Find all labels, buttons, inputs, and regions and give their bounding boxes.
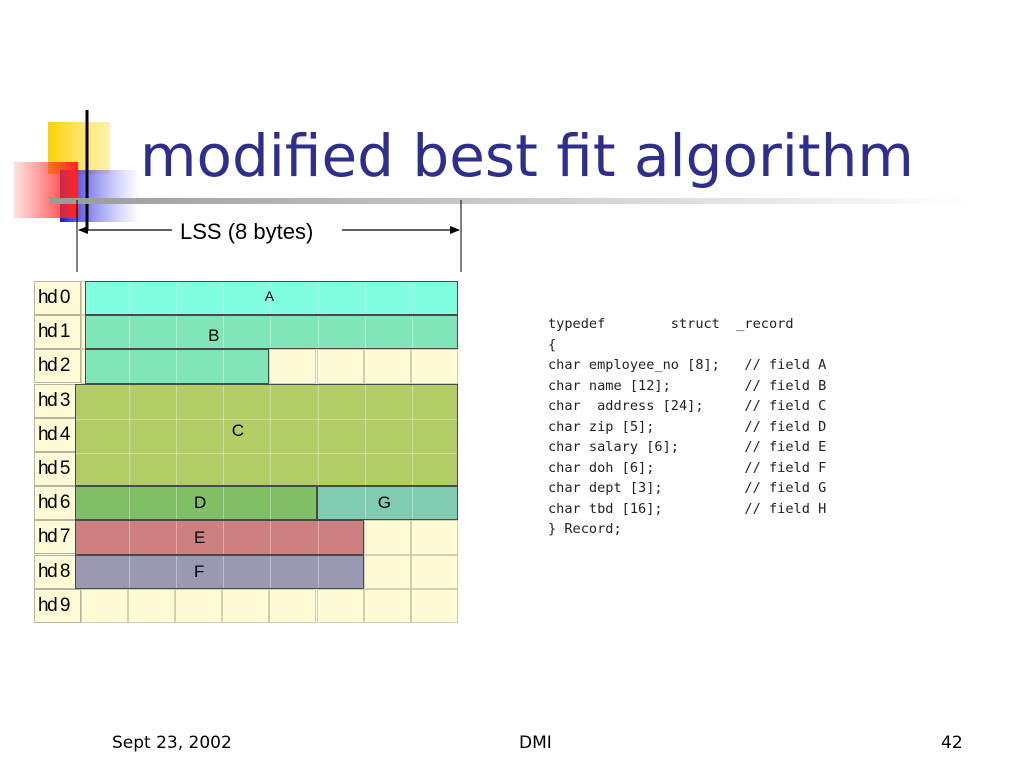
grid-cell — [410, 588, 458, 623]
row-label: hd 7 — [34, 520, 81, 555]
footer-center: DMI — [519, 733, 552, 753]
grid-cell — [269, 588, 317, 623]
row-label: hd 6 — [34, 486, 81, 521]
row-label: hd 2 — [34, 349, 81, 384]
field-label-a: A — [264, 288, 275, 305]
lss-label: LSS (8 bytes) — [180, 219, 314, 244]
grid-cell — [363, 520, 411, 555]
grid-cell — [363, 349, 411, 384]
code-line: char employee_no [8]; // field A — [548, 357, 827, 373]
grid-cell — [269, 349, 317, 384]
grid-cell — [410, 520, 458, 555]
lss-dimension-arrow — [76, 200, 462, 272]
grid-cell — [175, 588, 223, 623]
row-label: hd 1 — [34, 315, 81, 350]
grid-cell — [316, 349, 364, 384]
record-struct-code: typedef struct _record { char employee_no … — [548, 314, 826, 540]
field-label-b: B — [208, 325, 220, 345]
field-block-f — [75, 554, 364, 589]
row-label: hd 5 — [34, 452, 81, 486]
code-line: char address [24]; // field C — [548, 398, 827, 414]
field-label-g: G — [377, 493, 391, 513]
row-label: hd 3 — [34, 383, 81, 418]
field-label-c: C — [231, 421, 244, 441]
grid-cell — [410, 554, 458, 589]
code-line: char zip [5]; // field D — [548, 418, 827, 435]
grid-cell — [410, 349, 458, 384]
grid-cell — [363, 554, 411, 589]
grid-cell — [316, 588, 364, 623]
field-block-b — [85, 315, 458, 350]
field-block-g — [316, 486, 458, 521]
footer-date: Sept 23, 2002 — [112, 733, 232, 753]
grid-cell — [128, 588, 176, 623]
code-line: char name [12]; // field B — [548, 377, 827, 394]
field-label-e: E — [194, 527, 206, 547]
row-label: hd 0 — [34, 281, 81, 315]
row-label: hd 8 — [34, 554, 81, 589]
slide-title: modified best fit algorithm — [140, 122, 914, 190]
field-block-b — [85, 349, 270, 384]
grid-cell — [81, 588, 129, 623]
title-divider — [50, 198, 970, 204]
field-block-e — [75, 520, 364, 555]
field-label-f: F — [194, 561, 205, 581]
field-block-c — [75, 383, 458, 487]
code-line: typedef struct _record — [548, 316, 794, 332]
row-label: hd 9 — [34, 588, 81, 623]
code-line: char doh [6]; // field F — [548, 459, 827, 476]
code-line: char tbd [16]; // field H — [548, 500, 827, 517]
field-label-d: D — [194, 493, 207, 513]
field-block-d — [75, 486, 317, 521]
code-line: { — [548, 336, 557, 353]
row-label: hd 4 — [34, 417, 81, 452]
code-line: char salary [6]; // field E — [548, 439, 827, 455]
code-line: } Record; — [548, 521, 622, 537]
code-line: char dept [3]; // field G — [548, 480, 827, 496]
field-block-a — [85, 281, 458, 316]
footer-page-number: 42 — [941, 733, 963, 753]
grid-cell — [222, 588, 270, 623]
grid-cell — [363, 588, 411, 623]
